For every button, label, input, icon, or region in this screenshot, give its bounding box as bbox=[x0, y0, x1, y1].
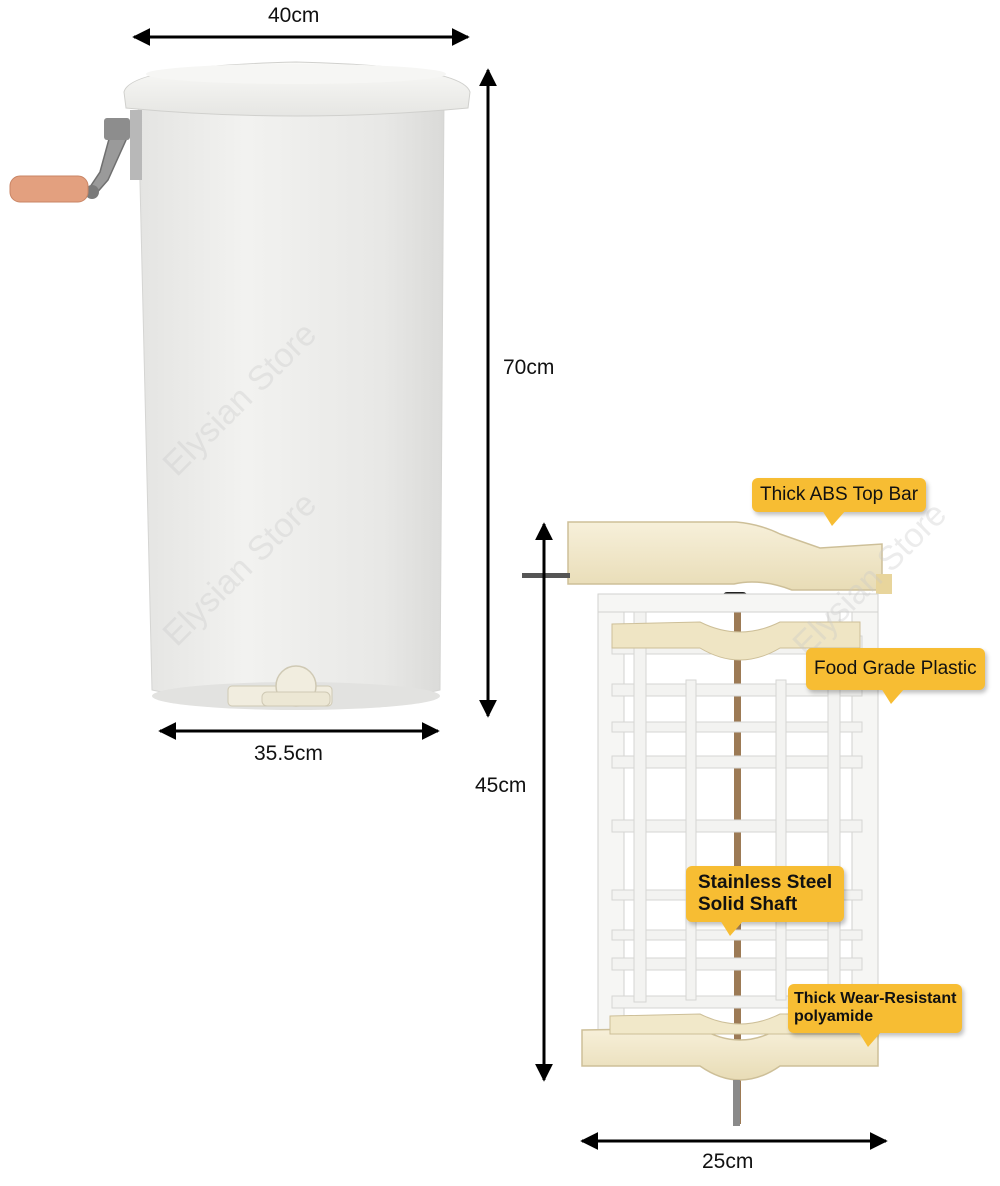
bucket-height-label: 70cm bbox=[503, 356, 555, 379]
frame-width-label: 25cm bbox=[702, 1150, 754, 1173]
honey-gate-valve bbox=[227, 665, 333, 707]
frame-height-label: 45cm bbox=[475, 774, 527, 797]
callout-shaft-line2: Solid Shaft bbox=[698, 893, 798, 915]
callout-shaft-line1: Stainless Steel bbox=[698, 872, 833, 893]
callout-polyamide: Thick Wear-Resistant polyamide bbox=[788, 984, 963, 1047]
honey-extractor-bucket bbox=[123, 61, 471, 710]
callout-top-bar: Thick ABS Top Bar bbox=[752, 478, 927, 526]
callout-stainless-shaft: Stainless Steel Solid Shaft bbox=[686, 866, 845, 936]
callout-plastic-text: Food Grade Plastic bbox=[814, 658, 977, 679]
bucket-top-width-label: 40cm bbox=[268, 4, 320, 27]
callout-top-bar-text: Thick ABS Top Bar bbox=[760, 484, 919, 505]
callout-polyamide-line1: Thick Wear-Resistant bbox=[794, 990, 957, 1007]
bucket-bottom-width-label: 35.5cm bbox=[254, 742, 323, 765]
callout-polyamide-line2: polyamide bbox=[794, 1008, 874, 1026]
dimension-arrows bbox=[132, 28, 888, 1150]
crank-handle bbox=[9, 110, 142, 203]
callout-food-grade-plastic: Food Grade Plastic bbox=[806, 648, 985, 704]
